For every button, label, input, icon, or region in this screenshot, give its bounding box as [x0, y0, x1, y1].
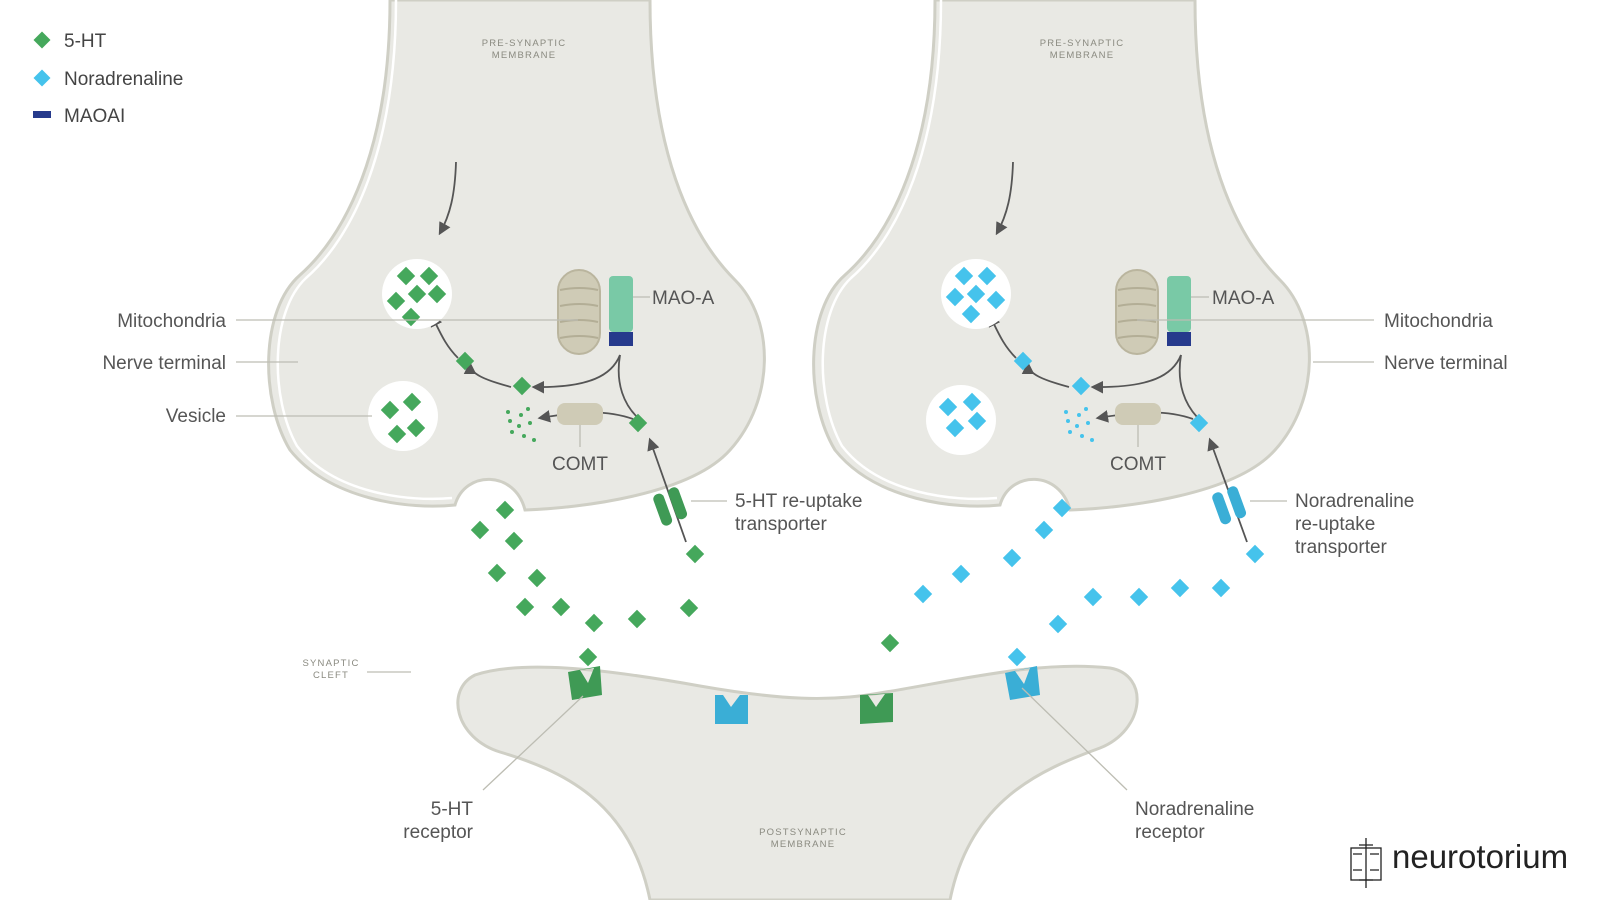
5ht-receptor-label-1: 5-HT — [431, 799, 474, 820]
left-comt-label: COMT — [552, 454, 608, 475]
left-transporter-label-1: 5-HT re-uptake — [735, 491, 862, 512]
postsynaptic-membrane-label-2: MEMBRANE — [771, 839, 836, 850]
synaptic-cleft-label-1: SYNAPTIC — [302, 658, 359, 669]
leader-lines — [236, 296, 1374, 791]
legend-label-noradrenaline: Noradrenaline — [64, 69, 183, 90]
left-mao-a-enzyme — [609, 276, 633, 346]
right-comt-label: COMT — [1110, 454, 1166, 475]
brand-name: neurotorium — [1392, 838, 1568, 875]
left-membrane-label-1: PRE-SYNAPTIC — [482, 38, 567, 49]
5ht-receptor-left — [568, 666, 602, 700]
right-transporter-label-2: re-uptake — [1295, 514, 1375, 535]
right-comt-enzyme — [1115, 403, 1161, 425]
neurotorium-logo-icon — [1350, 838, 1382, 888]
right-metabolite-dots — [1064, 407, 1094, 442]
na-receptor-center — [715, 695, 748, 724]
diamond-icon — [33, 69, 51, 87]
postsynaptic-neuron — [456, 664, 1139, 900]
legend-item-noradrenaline: Noradrenaline — [33, 69, 183, 90]
5ht-receptor-label-2: receptor — [403, 822, 473, 843]
right-nerve-terminal-label: Nerve terminal — [1384, 353, 1508, 374]
left-nerve-terminal-label: Nerve terminal — [102, 353, 226, 374]
legend-label-maoai: MAOAI — [64, 106, 125, 127]
left-membrane-label-2: MEMBRANE — [492, 50, 557, 61]
left-metabolite-dots — [506, 407, 536, 442]
right-maoai-inhibitor — [1167, 332, 1191, 346]
left-vesicle-top — [382, 259, 452, 329]
legend-item-maoai: MAOAI — [33, 106, 125, 127]
left-mitochondria — [557, 269, 601, 355]
na-receptor-right — [1005, 666, 1040, 700]
synaptic-cleft-label-2: CLEFT — [313, 670, 349, 681]
right-mao-a-label: MAO-A — [1212, 288, 1275, 309]
legend-item-5ht: 5-HT — [33, 31, 107, 52]
na-receptor-label-1: Noradrenaline — [1135, 799, 1254, 820]
right-mitochondria-label: Mitochondria — [1384, 311, 1493, 332]
legend-label-5ht: 5-HT — [64, 31, 107, 52]
right-vesicle-bottom — [926, 385, 996, 455]
right-membrane-label-2: MEMBRANE — [1050, 50, 1115, 61]
postsynaptic-membrane-label-1: POSTSYNAPTIC — [759, 827, 847, 838]
right-mao-a-enzyme — [1167, 276, 1191, 346]
5ht-receptor-center — [860, 693, 893, 724]
right-membrane-label-1: PRE-SYNAPTIC — [1040, 38, 1125, 49]
legend: 5-HT Noradrenaline MAOAI — [33, 31, 183, 127]
na-receptor-label-2: receptor — [1135, 822, 1205, 843]
left-mitochondria-label: Mitochondria — [117, 311, 226, 332]
left-reuptake-transporter — [653, 487, 688, 526]
right-mitochondria — [1115, 269, 1159, 355]
right-transporter-label-3: transporter — [1295, 537, 1388, 558]
left-maoai-inhibitor — [609, 332, 633, 346]
bar-icon — [33, 111, 51, 118]
left-presynaptic-terminal — [267, 0, 766, 512]
left-vesicle-label: Vesicle — [166, 406, 226, 427]
cleft-na-molecules — [913, 498, 1265, 667]
neurotorium-logo: neurotorium — [1350, 838, 1568, 888]
left-transporter-label-2: transporter — [735, 514, 828, 535]
diamond-icon — [33, 31, 51, 49]
left-vesicle-bottom — [368, 381, 438, 451]
left-comt-enzyme — [557, 403, 603, 425]
right-vesicle-top — [941, 259, 1011, 329]
right-transporter-label-1: Noradrenaline — [1295, 491, 1414, 512]
right-reuptake-transporter — [1212, 486, 1247, 525]
right-presynaptic-terminal — [812, 0, 1311, 512]
left-mao-a-label: MAO-A — [652, 288, 715, 309]
cleft-5ht-molecules — [470, 500, 900, 667]
